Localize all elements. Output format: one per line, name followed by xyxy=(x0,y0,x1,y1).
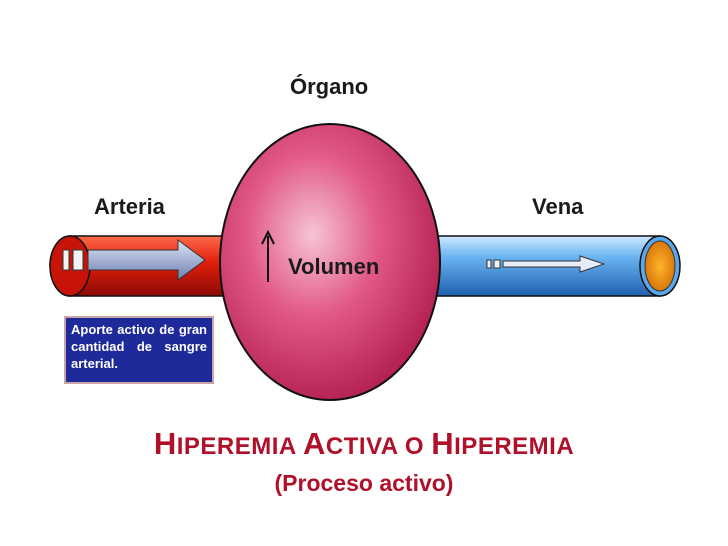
title-w1-cap: H xyxy=(153,426,177,461)
organ-label: Órgano xyxy=(290,74,369,99)
volume-label: Volumen xyxy=(288,254,380,279)
info-box: Aporte activo de gran cantidad de sangre… xyxy=(64,316,214,384)
title-w1-rest: IPEREMIA xyxy=(176,433,296,460)
main-title: HIPEREMIA ACTIVA O HIPEREMIA xyxy=(0,426,728,462)
title-w2-rest: CTIVA xyxy=(325,433,398,460)
title-w4-cap: H xyxy=(431,426,455,461)
title-w2-cap: A xyxy=(303,426,326,461)
title-w3: O xyxy=(404,433,425,460)
title-w4-rest: IPEREMIA xyxy=(454,433,575,460)
organ-sphere xyxy=(219,123,441,401)
vein-label: Vena xyxy=(532,194,584,219)
volume-up-arrow xyxy=(261,229,275,282)
vein-flow-arrow xyxy=(486,255,606,273)
artery-flow-arrow xyxy=(62,239,206,281)
artery-label: Arteria xyxy=(94,194,165,219)
subtitle: (Proceso activo) xyxy=(274,470,454,496)
